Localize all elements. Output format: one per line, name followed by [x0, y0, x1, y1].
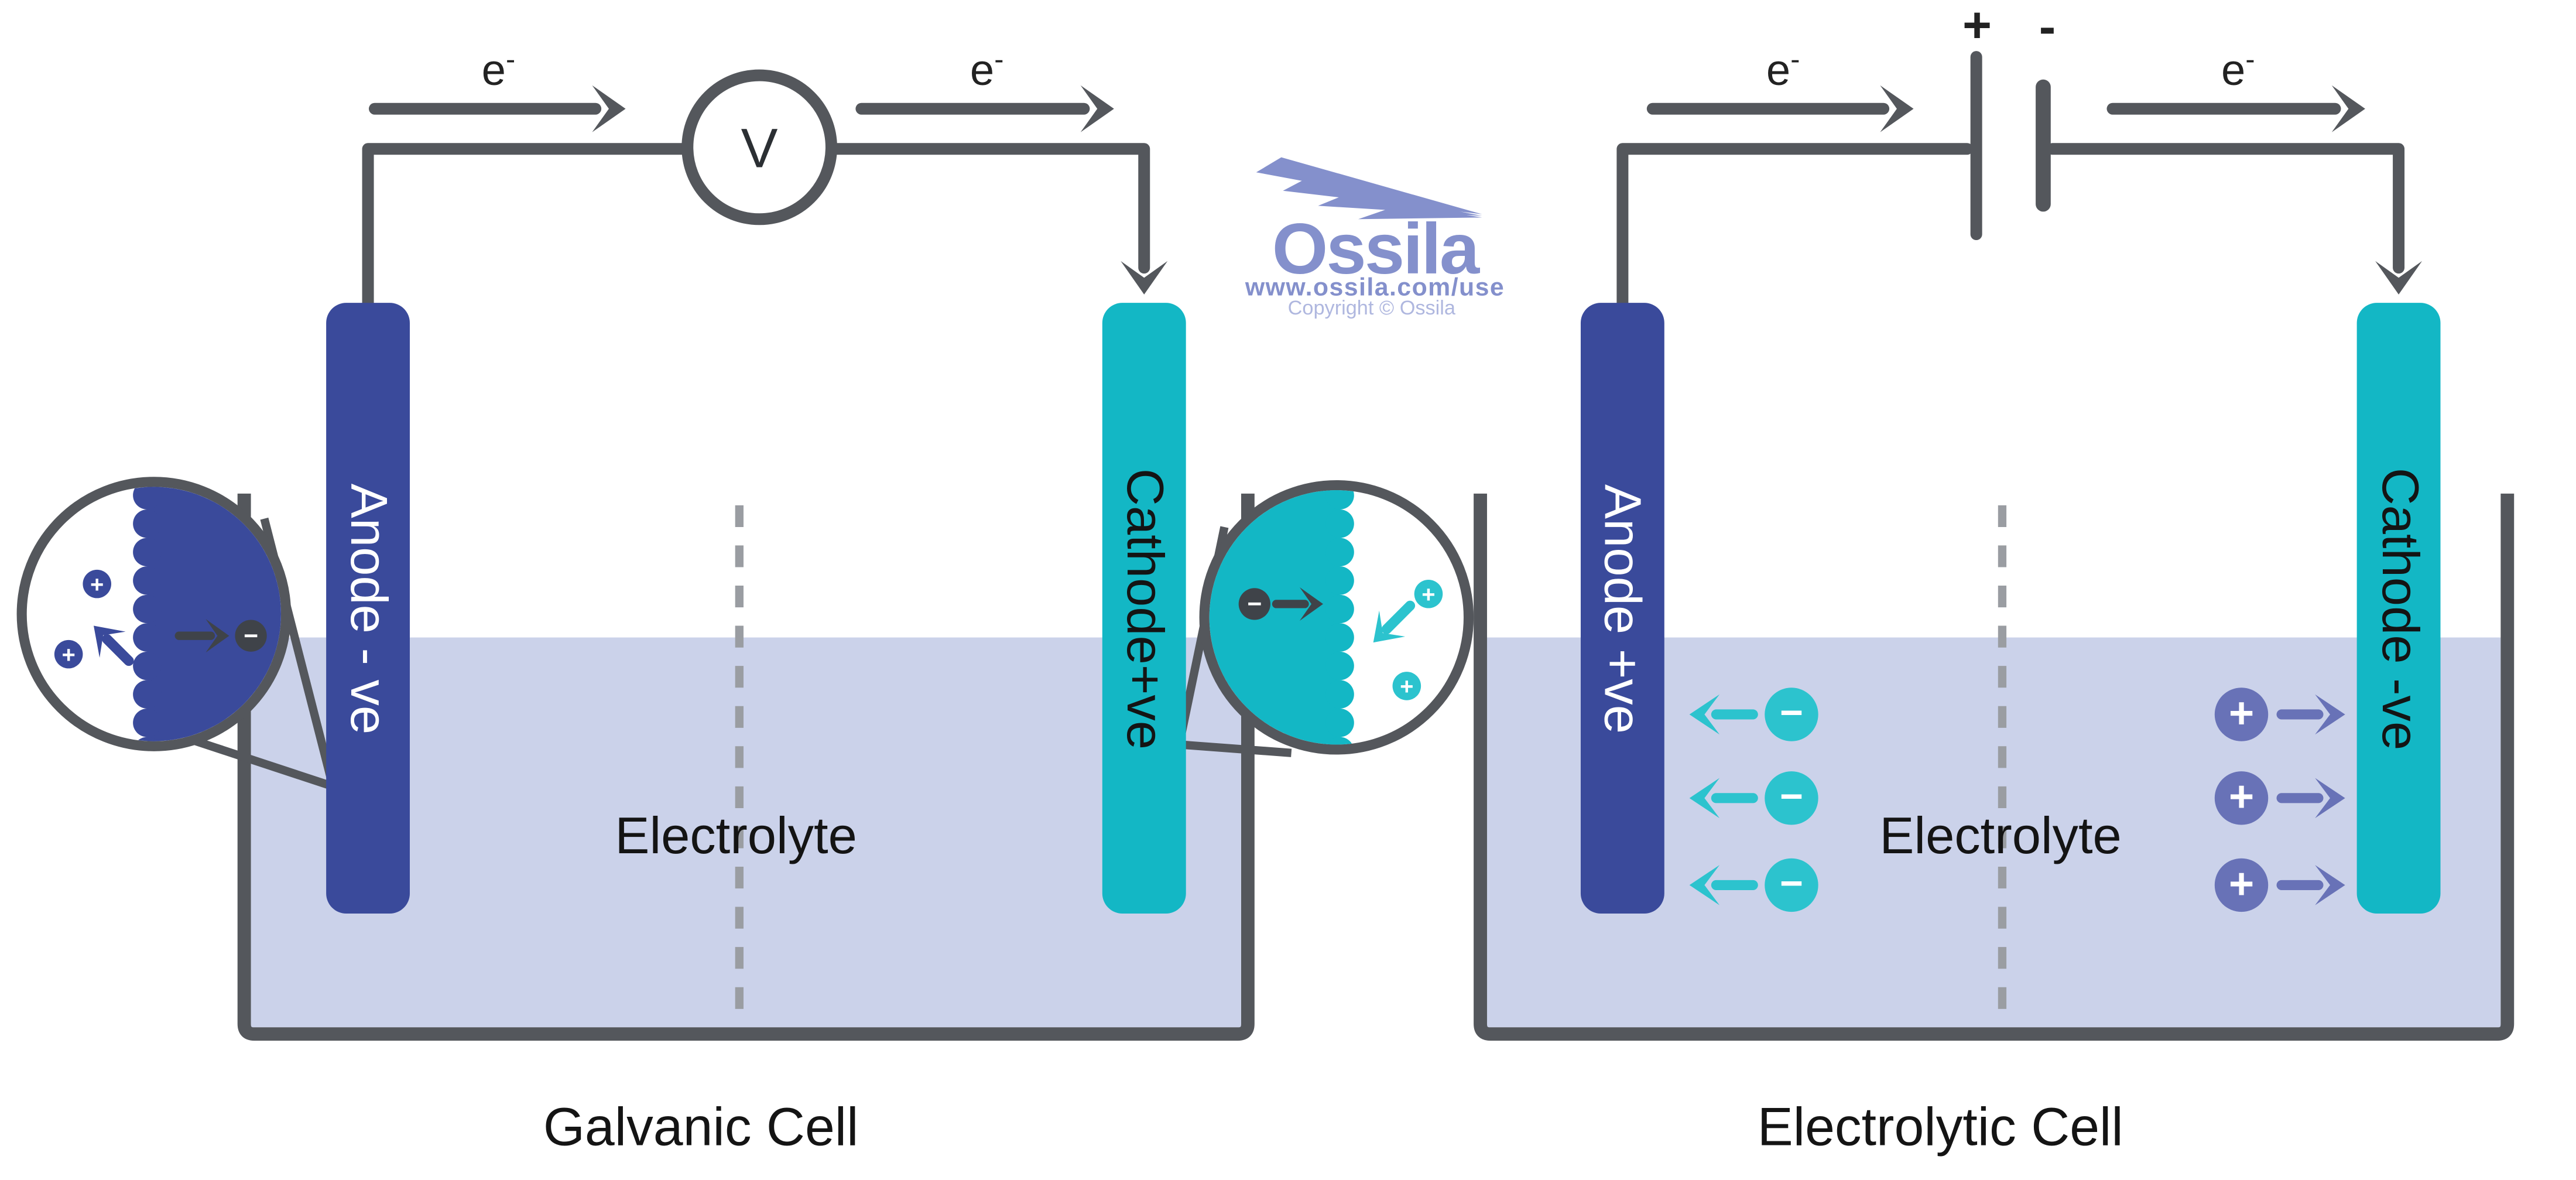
electrolytic-electron-arrow-left-head [1880, 85, 1914, 132]
galvanic-anode-label: Anode - ve [339, 483, 398, 734]
anode-zoom-cation [83, 569, 111, 598]
electrolytic-cathode-label: Cathode -ve [2370, 467, 2429, 750]
galvanic-electrolyte-fill [251, 637, 1241, 1028]
galvanic-beaker [237, 493, 1255, 1041]
galvanic-wire-arrowhead [1121, 261, 1168, 295]
anion-symbol: − [1780, 774, 1803, 819]
anode-zoom-electron-arrowhead [205, 619, 229, 653]
cathode-zoom-cation [1414, 579, 1443, 608]
electrolytic-wire-left [1616, 143, 1973, 309]
cation-symbol: + [2229, 772, 2254, 821]
anode-zoom-electron-symbol: − [244, 622, 258, 650]
anode-zoom-cation-symbol: + [61, 642, 75, 668]
electrolytic-anode-label: Anode +ve [1594, 483, 1653, 733]
cathode-zoom-cation-symbol: + [1400, 674, 1413, 700]
ossila-url: www.ossila.com/use [1245, 273, 1505, 302]
electron-label: e- [1766, 43, 1800, 95]
cathode-zoom-cation-symbol: + [1421, 582, 1435, 608]
electrolytic-wire-arrowhead [2375, 261, 2423, 295]
cation-row: + [2214, 771, 2345, 825]
galvanic-cathode-electrode: Cathode+ve [1102, 303, 1186, 914]
electrolytic-wire-right [2046, 143, 2405, 274]
electron-label: e- [2221, 43, 2255, 95]
anode-zoom-cation-arrowhead [93, 625, 126, 658]
cathode-zoom-electron [1238, 588, 1270, 620]
battery-minus-label: - [2039, 0, 2056, 56]
anode-zoom-electron [235, 620, 267, 652]
cathode-zoom-cation [1392, 672, 1421, 700]
anion-symbol: − [1780, 690, 1803, 735]
cathode-zoom-cation-arrowhead [1373, 610, 1406, 643]
galvanic-cathode-label: Cathode+ve [1115, 467, 1174, 749]
ossila-copyright: Copyright © Ossila [1287, 296, 1455, 320]
galvanic-electrolyte-label: Electrolyte [615, 806, 857, 866]
electrolytic-anode-electrode: Anode +ve [1580, 303, 1664, 914]
anion-row: − [1689, 688, 1818, 741]
anode-zoom-cation-symbol: + [90, 572, 104, 597]
anode-zoom-callout-line-bottom [179, 732, 334, 791]
anion-row: − [1689, 771, 1818, 825]
electron-label: e- [970, 43, 1004, 95]
anode-zoom-cation-arrow [102, 634, 134, 666]
ossila-logo: Ossila [1272, 210, 1480, 290]
electrolytic-electron-arrow-right-head [2331, 85, 2365, 132]
anion-symbol: − [1780, 860, 1803, 905]
cation-row: + [2214, 688, 2345, 741]
anode-zoom-cation [54, 639, 83, 669]
voltmeter-label: V [741, 117, 778, 179]
electrolytic-cathode-electrode: Cathode -ve [2356, 303, 2441, 914]
battery-plus-label: + [1962, 0, 1992, 54]
cathode-zoom-cation-arrow [1381, 600, 1416, 634]
anion-row: − [1689, 858, 1818, 912]
cathode-zoom-callout-line-bottom [1179, 740, 1292, 757]
cation-row: + [2214, 858, 2345, 912]
cation-symbol: + [2229, 689, 2254, 737]
cathode-zoom-electron-symbol: − [1247, 590, 1262, 618]
voltmeter-circle [681, 69, 837, 225]
electron-label: e- [481, 43, 516, 95]
electrolytic-cell-title: Electrolytic Cell [1757, 1096, 2123, 1157]
electrolytic-beaker [1474, 493, 2515, 1041]
ossila-logo-swoosh [1256, 157, 1482, 220]
cation-symbol: + [2229, 859, 2254, 908]
galvanic-cell-title: Galvanic Cell [543, 1096, 859, 1157]
electrolytic-electrolyte-label: Electrolyte [1879, 806, 2122, 866]
galvanic-anode-electrode: Anode - ve [326, 303, 410, 914]
